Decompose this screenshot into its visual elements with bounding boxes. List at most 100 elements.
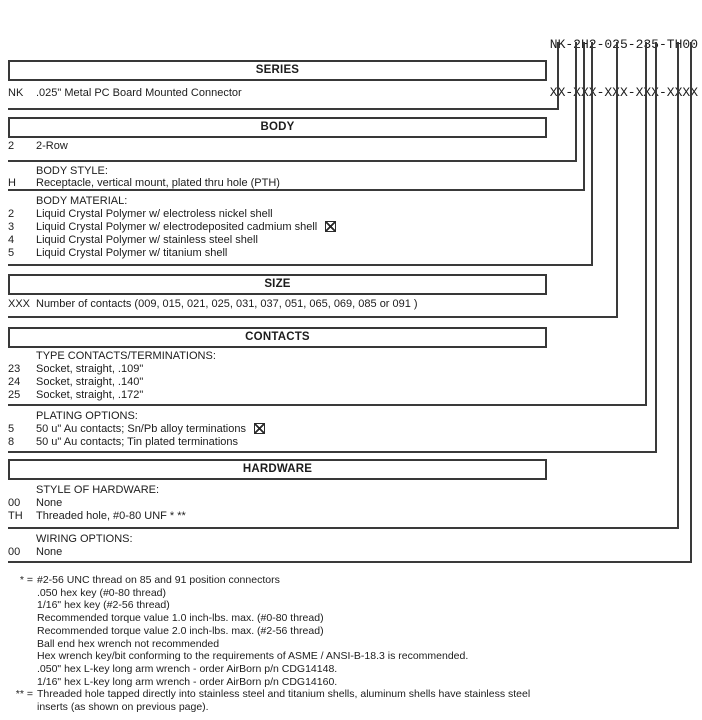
option-text: Liquid Crystal Polymer w/ stainless stee… [36, 234, 258, 246]
footnote-line: inserts (as shown on previous page). [6, 701, 530, 714]
option-code: 25 [8, 389, 21, 401]
footnote-marker [6, 587, 33, 600]
footnote-text: Recommended torque value 2.0 inch-lbs. m… [37, 624, 324, 637]
option-text: Socket, straight, .140" [36, 376, 144, 388]
option-text: Liquid Crystal Polymer w/ titanium shell [36, 247, 228, 259]
option-code: 5 [8, 247, 15, 259]
footnote-marker: * = [19, 574, 33, 586]
divider-size [8, 316, 618, 318]
section-header-body: BODY [8, 117, 547, 138]
option-text: Liquid Crystal Polymer w/ electrodeposit… [36, 221, 318, 233]
connector-line-body-material [591, 42, 593, 266]
section-title: HARDWARE [242, 463, 313, 475]
option-code: 00 [8, 497, 21, 509]
footnote-marker [6, 650, 33, 663]
option-code: 5 [8, 423, 15, 435]
option-code: 8 [8, 436, 15, 448]
option-code: H [8, 177, 16, 189]
option-code: 4 [8, 234, 15, 246]
option-row: 00 None [8, 546, 62, 559]
divider-series [8, 108, 559, 110]
part-number-header: NK-2H2-025-235-TH00 XX-XXX-XXX-XXX-XXXX [550, 5, 698, 133]
divider-body-rows [8, 160, 577, 162]
option-row: NK .025" Metal PC Board Mounted Connecto… [8, 87, 242, 100]
option-row: TH Threaded hole, #0-80 UNF * ** [8, 510, 186, 523]
option-code: XXX [8, 298, 31, 310]
option-text: 2-Row [36, 140, 68, 152]
option-code: 24 [8, 376, 21, 388]
divider-body-style [8, 189, 585, 191]
section-header-size: SIZE [8, 274, 547, 295]
group-heading-body-style: BODY STYLE: [36, 165, 108, 177]
option-text: 50 u" Au contacts; Tin plated terminatio… [36, 436, 239, 448]
footnote-marker [6, 612, 33, 625]
connector-line-body-style [583, 42, 585, 191]
option-text: .025" Metal PC Board Mounted Connector [36, 87, 242, 99]
connector-line-hardware-style [677, 42, 679, 529]
footnote-text: .050" hex L-key long arm wrench - order … [37, 662, 338, 675]
section-title: CONTACTS [245, 331, 310, 343]
footnote-text: .050 hex key (#0-80 thread) [37, 586, 166, 599]
part-number-mask: XX-XXX-XXX-XXX-XXXX [549, 85, 698, 100]
connector-line-wiring [690, 42, 692, 563]
group-heading-plating: PLATING OPTIONS: [36, 410, 138, 422]
footnote-text: Ball end hex wrench not recommended [37, 637, 220, 650]
section-title: BODY [260, 121, 295, 133]
footnote-text: Hex wrench key/bit conforming to the req… [37, 650, 469, 663]
divider-hardware-style [8, 527, 679, 529]
footnote-marker [6, 676, 33, 689]
option-row: 24 Socket, straight, .140" [8, 376, 143, 389]
section-title: SERIES [255, 64, 300, 76]
section-header-hardware: HARDWARE [8, 459, 547, 480]
option-code: 00 [8, 546, 21, 558]
option-row: 00 None [8, 497, 62, 510]
option-code: NK [8, 87, 24, 99]
divider-body-material [8, 264, 593, 266]
footnote-line: .050 hex key (#0-80 thread) [6, 587, 530, 600]
footnote-line: Recommended torque value 2.0 inch-lbs. m… [6, 625, 530, 638]
option-row: 23 Socket, straight, .109" [8, 363, 143, 376]
option-text: None [36, 497, 63, 509]
section-header-series: SERIES [8, 60, 547, 81]
footnote-marker [6, 625, 33, 638]
group-heading-hardware-style: STYLE OF HARDWARE: [36, 484, 160, 496]
option-text: Number of contacts (009, 015, 021, 025, … [36, 298, 418, 310]
footnote-marker [6, 701, 33, 714]
option-text: None [36, 546, 63, 558]
option-row: 2 Liquid Crystal Polymer w/ electroless … [8, 208, 273, 221]
footnote-text: #2-56 UNC thread on 85 and 91 position c… [37, 574, 280, 586]
divider-plating [8, 451, 657, 453]
option-code: 23 [8, 363, 21, 375]
connector-line-series [557, 42, 559, 110]
footnote-text: 1/16" hex L-key long arm wrench - order … [37, 675, 338, 688]
part-number-example: NK-2H2-025-235-TH00 [549, 37, 698, 52]
footnote-line: * = #2-56 UNC thread on 85 and 91 positi… [6, 574, 530, 587]
group-heading-wiring: WIRING OPTIONS: [36, 533, 133, 545]
group-heading-body-material: BODY MATERIAL: [36, 195, 128, 207]
option-row: XXX Number of contacts (009, 015, 021, 0… [8, 298, 418, 311]
section-title: SIZE [264, 278, 291, 290]
group-heading-contact-type: TYPE CONTACTS/TERMINATIONS: [36, 350, 216, 362]
footnote-text: Recommended torque value 1.0 inch-lbs. m… [37, 612, 324, 625]
connector-line-size [616, 42, 618, 318]
option-text: Liquid Crystal Polymer w/ electroless ni… [36, 208, 273, 220]
footnote-text: 1/16" hex key (#2-56 thread) [37, 599, 170, 612]
option-text: Socket, straight, .109" [36, 363, 144, 375]
section-header-contacts: CONTACTS [8, 327, 547, 348]
option-row: 25 Socket, straight, .172" [8, 389, 143, 402]
footnote-marker: ** = [15, 688, 33, 701]
option-text: Threaded hole, #0-80 UNF * ** [36, 510, 186, 522]
option-row: 8 50 u" Au contacts; Tin plated terminat… [8, 436, 238, 449]
divider-wiring [8, 561, 692, 563]
option-row: 4 Liquid Crystal Polymer w/ stainless st… [8, 234, 258, 247]
option-row: 2 2-Row [8, 140, 68, 153]
footnote-line: 1/16" hex L-key long arm wrench - order … [6, 676, 530, 689]
footnote-marker [6, 599, 33, 612]
option-row: H Receptacle, vertical mount, plated thr… [8, 177, 280, 190]
footnote-line: Recommended torque value 1.0 inch-lbs. m… [6, 612, 530, 625]
boxed-x-icon [253, 423, 265, 434]
footnote-line: Ball end hex wrench not recommended [6, 638, 530, 651]
footnote-line: 1/16" hex key (#2-56 thread) [6, 599, 530, 612]
footnote-text: Threaded hole tapped directly into stain… [37, 688, 531, 701]
